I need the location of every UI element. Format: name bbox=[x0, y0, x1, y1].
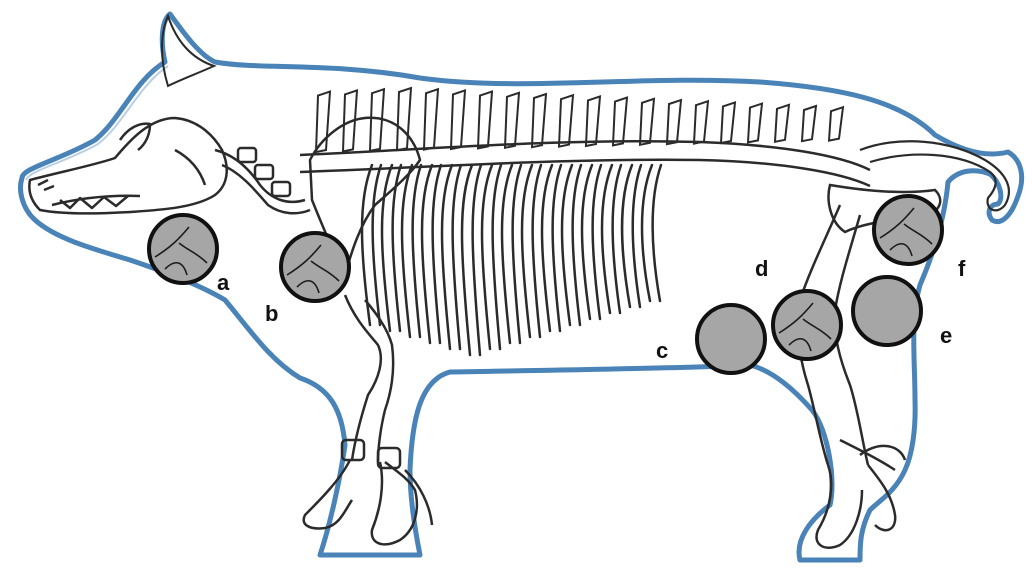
marker-label-c: c bbox=[656, 340, 668, 362]
marker-circle-d bbox=[773, 291, 841, 359]
marker-label-b: b bbox=[265, 303, 278, 325]
marker-circle-f bbox=[874, 196, 942, 264]
marker-circle-e bbox=[853, 277, 921, 345]
marker-label-e: e bbox=[940, 325, 952, 347]
marker-circle-a bbox=[149, 215, 217, 283]
marker-label-f: f bbox=[958, 258, 965, 280]
marker-label-a: a bbox=[217, 272, 229, 294]
marker-label-d: d bbox=[755, 258, 768, 280]
marker-circle-b bbox=[281, 233, 349, 301]
marker-circle-c bbox=[697, 305, 765, 373]
